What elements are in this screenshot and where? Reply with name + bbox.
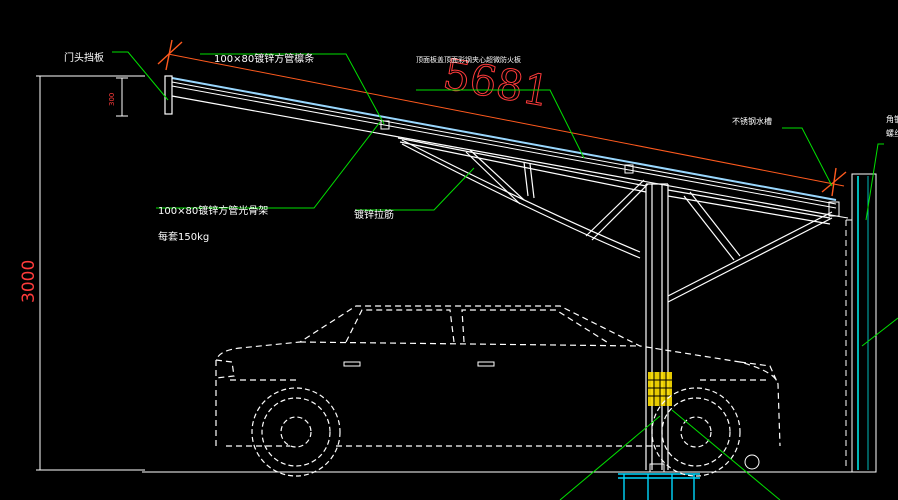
plate-dimension-text: 300 (108, 93, 116, 106)
height-dimension-text: 3000 (19, 260, 39, 303)
leader-lines (112, 51, 898, 500)
gutter-label: 不锈钢水槽 (732, 116, 772, 126)
height-dimension (36, 75, 145, 471)
drain-fixture (744, 454, 760, 473)
car-outline (215, 305, 781, 447)
car-handles (343, 361, 495, 367)
dimension-tick-left (157, 39, 183, 71)
load-label: 每套150kg (158, 230, 209, 243)
steel-frame (397, 137, 833, 470)
car-wheels (251, 387, 741, 477)
frame-label: 100×80镀锌方管光骨架 (158, 204, 268, 217)
column-base (649, 463, 665, 473)
roof-slope-dimension-line (167, 53, 845, 187)
right-label-b: 螺丝 (886, 128, 898, 138)
side-wall (845, 173, 877, 473)
roof-assembly (164, 75, 849, 219)
plate-dimension (116, 77, 128, 117)
purlin-label: 100×80镀锌方管檩条 (214, 52, 314, 65)
mesh-grid (648, 372, 672, 406)
end-plate-label: 门头挡板 (64, 51, 104, 64)
top-note-label: 顶面板盖顶面彩钢夹心超微防火板 (416, 55, 521, 64)
foundation (618, 473, 700, 500)
right-label-a: 角钢 (886, 114, 898, 124)
dimension-tick-right (821, 167, 847, 197)
tie-rod-label: 镀锌拉筋 (354, 208, 394, 221)
